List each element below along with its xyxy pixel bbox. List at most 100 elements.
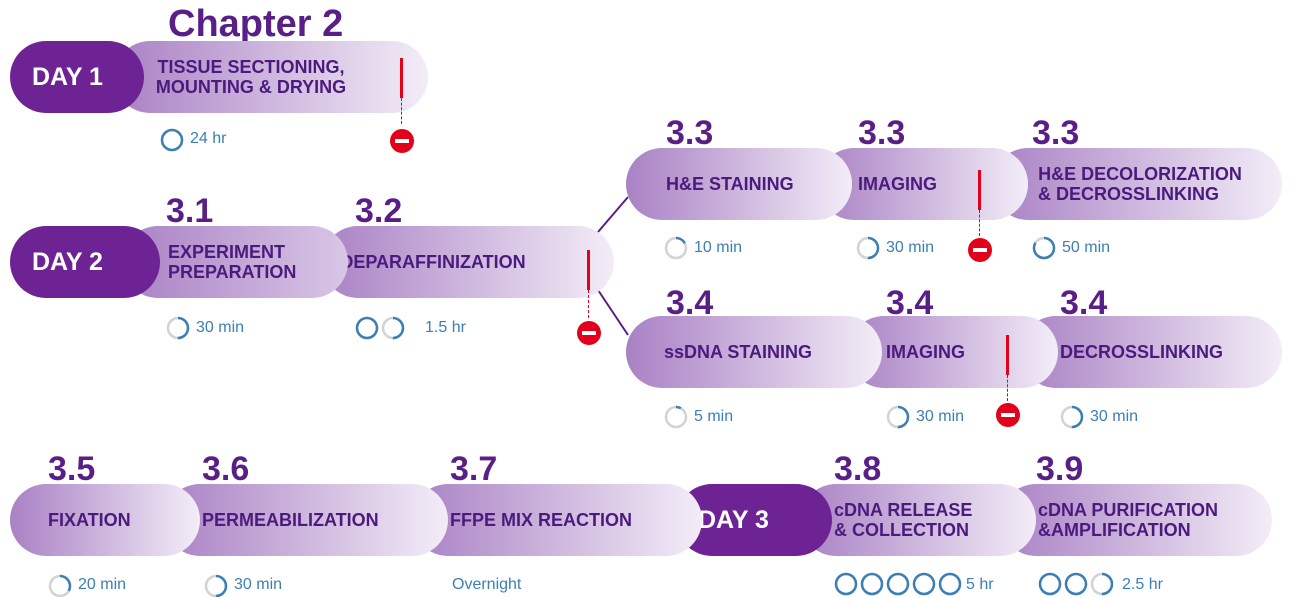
clock-progress-arc — [160, 128, 184, 152]
time-3-5: 20 min — [78, 576, 127, 593]
step-label: DEPARAFFINIZATION — [340, 252, 526, 272]
time-day1: 24 hr — [190, 130, 227, 147]
step-label: FFPE MIX REACTION — [450, 510, 633, 530]
clock-progress-arc — [1060, 405, 1084, 429]
step-label-line2: PREPARATION — [168, 262, 297, 282]
step-label-line1: cDNA RELEASE — [834, 500, 973, 520]
clock-progress-icon — [1038, 572, 1114, 596]
step-label-line2: &AMPLIFICATION — [1038, 520, 1191, 540]
clock-progress-icon — [160, 128, 184, 152]
clock-progress-arc — [834, 572, 858, 596]
step-3-3-he-decolorization: H&E DECOLORIZATION & DECROSSLINKING — [992, 148, 1282, 220]
day-1-badge: DAY 1 — [10, 41, 144, 113]
step-number-3-5: 3.5 — [48, 450, 96, 488]
step-label: ssDNA STAINING — [664, 342, 813, 362]
step-3-4-ssdna-staining: ssDNA STAINING — [626, 316, 882, 388]
stopping-point-dash — [1007, 375, 1008, 401]
day-2-badge: DAY 2 — [10, 226, 160, 298]
step-3-3-he-staining: H&E STAINING — [626, 148, 852, 220]
step-number-3-8: 3.8 — [834, 450, 882, 488]
step-number-3-3-b: 3.3 — [858, 114, 906, 152]
clock-progress-icon — [856, 236, 880, 260]
clock-progress-icon — [355, 316, 405, 340]
stop-sign-icon — [995, 402, 1021, 433]
step-number-3-6: 3.6 — [202, 450, 250, 488]
day-3-badge: DAY 3 — [676, 484, 832, 556]
stopping-point-marker-icon — [587, 250, 590, 290]
step-number-3-1: 3.1 — [166, 192, 214, 230]
clock-progress-arc — [1064, 572, 1088, 596]
stop-sign-icon — [967, 237, 993, 268]
step-number-3-9: 3.9 — [1036, 450, 1084, 488]
step-label: IMAGING — [886, 342, 965, 362]
time-3-4-stain: 5 min — [694, 408, 734, 425]
time-3-3-imaging: 30 min — [886, 239, 935, 256]
clock-progress-icon — [48, 574, 72, 597]
clock-progress-icon — [1032, 236, 1056, 260]
step-3-4-decrosslinking: DECROSSLINKING — [1020, 316, 1282, 388]
chapter-title: Chapter 2 — [168, 3, 344, 45]
clock-progress-arc — [1032, 236, 1056, 260]
step-label-line1: cDNA PURIFICATION — [1038, 500, 1218, 520]
time-3-9: 2.5 hr — [1122, 576, 1163, 593]
stopping-point-dash — [979, 210, 980, 236]
step-3-3-imaging: IMAGING — [818, 148, 1028, 220]
clock-progress-arc — [886, 405, 910, 429]
stop-sign-icon — [576, 320, 602, 351]
step-number-3-2: 3.2 — [355, 192, 403, 230]
stopping-point-marker-icon — [978, 170, 981, 210]
step-3-2-deparaffinization: DEPARAFFINIZATION — [322, 226, 614, 298]
step-label: FIXATION — [48, 510, 131, 530]
step-label-line2: & COLLECTION — [834, 520, 969, 540]
clock-progress-icon — [166, 316, 190, 340]
clock-progress-icon — [834, 572, 962, 596]
step-label-line2: MOUNTING & DRYING — [155, 77, 347, 97]
step-3-6-permeabilization: PERMEABILIZATION — [164, 484, 448, 556]
step-number-3-4-c: 3.4 — [1060, 284, 1108, 322]
step-3-9-cdna-purification: cDNA PURIFICATION &AMPLIFICATION — [1000, 484, 1272, 556]
time-3-1: 30 min — [196, 319, 245, 336]
step-3-4-imaging: IMAGING — [848, 316, 1058, 388]
clock-progress-arc — [1090, 572, 1114, 596]
step-number-3-4-b: 3.4 — [886, 284, 934, 322]
step-label: IMAGING — [858, 174, 937, 194]
step-label-line1: TISSUE SECTIONING, — [157, 57, 345, 77]
step-label: H&E STAINING — [666, 174, 794, 194]
stopping-point-marker-icon — [1006, 335, 1009, 375]
step-3-5-fixation: FIXATION — [10, 484, 200, 556]
clock-progress-arc — [48, 574, 72, 597]
clock-progress-icon — [886, 405, 910, 429]
clock-progress-arc — [355, 316, 379, 340]
clock-progress-arc — [860, 572, 884, 596]
step-tissue-sectioning: TISSUE SECTIONING, MOUNTING & DRYING — [114, 41, 428, 113]
step-label-line1: H&E DECOLORIZATION — [1038, 164, 1242, 184]
clock-progress-arc — [912, 572, 936, 596]
stop-sign-icon — [389, 128, 415, 159]
clock-progress-arc — [381, 316, 405, 340]
time-3-8: 5 hr — [966, 576, 994, 593]
stopping-point-dash — [401, 98, 402, 124]
clock-progress-arc — [204, 574, 228, 597]
time-3-2: 1.5 hr — [425, 319, 466, 336]
step-3-8-cdna-release: cDNA RELEASE & COLLECTION — [800, 484, 1036, 556]
step-label: DECROSSLINKING — [1060, 342, 1224, 362]
step-number-3-4-a: 3.4 — [666, 284, 714, 322]
time-3-4-decross: 30 min — [1090, 408, 1139, 425]
clock-progress-icon — [664, 236, 688, 260]
clock-progress-arc — [664, 236, 688, 260]
step-label-line1: EXPERIMENT — [168, 242, 286, 262]
branch-line-upper — [597, 196, 629, 233]
clock-progress-arc — [886, 572, 910, 596]
step-label: PERMEABILIZATION — [202, 510, 379, 530]
clock-progress-icon — [664, 405, 688, 429]
clock-progress-arc — [664, 405, 688, 429]
time-3-6: 30 min — [234, 576, 283, 593]
step-label-line2: & DECROSSLINKING — [1038, 184, 1220, 204]
time-3-3-decolor: 50 min — [1062, 239, 1111, 256]
stopping-point-dash — [588, 290, 589, 318]
step-number-3-7: 3.7 — [450, 450, 498, 488]
step-number-3-3-a: 3.3 — [666, 114, 714, 152]
clock-progress-arc — [166, 316, 190, 340]
stopping-point-marker-icon — [400, 58, 403, 98]
